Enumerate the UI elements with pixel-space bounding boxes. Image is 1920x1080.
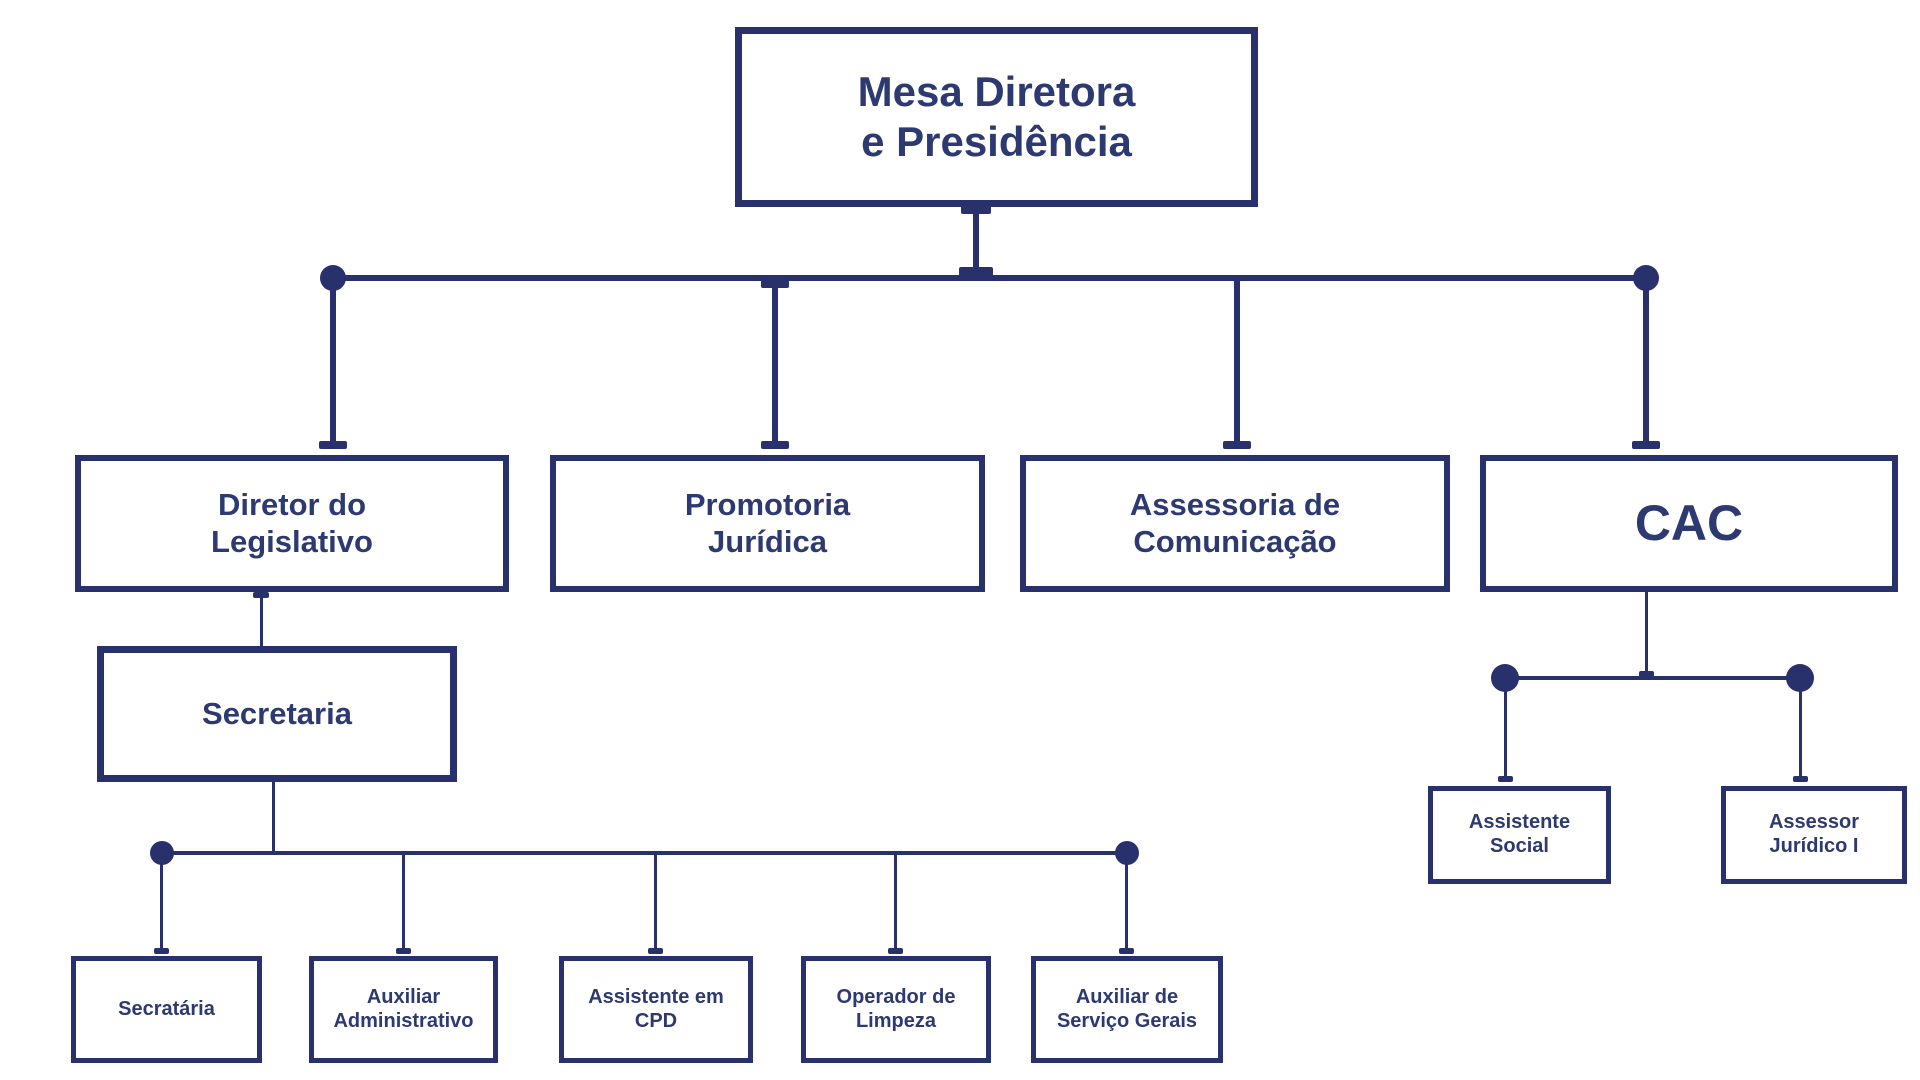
connector-trunk-vertical	[973, 207, 979, 278]
connector-main-rail	[330, 275, 1649, 281]
connector-drop-cac	[1643, 278, 1649, 448]
connector-cac-rail	[1505, 676, 1800, 680]
node-label: Assessor Jurídico I	[1768, 811, 1860, 857]
connector-drop-auxiliar-administrativo	[402, 853, 405, 950]
node-mesa-diretora: Mesa Diretora e Presidência	[735, 27, 1258, 207]
node-label: Auxiliar de Serviço Gerais	[1056, 985, 1198, 1032]
connector-drop-assessoria	[1234, 278, 1240, 448]
node-assistente-social: Assistente Social	[1428, 786, 1611, 884]
connector-drop-secrataria-cap	[154, 948, 169, 954]
node-assistente-cpd: Assistente em CPD	[559, 956, 753, 1063]
node-diretor-legislativo: Diretor do Legislativo	[75, 455, 509, 592]
node-assessoria-comunicacao: Assessoria de Comunicação	[1020, 455, 1450, 592]
node-auxiliar-administrativo: Auxiliar Administrativo	[309, 956, 498, 1063]
connector-drop-assistente-social-cap	[1498, 776, 1513, 782]
connector-trunk-top-cap	[961, 205, 991, 214]
node-label: Auxiliar Administrativo	[333, 985, 474, 1032]
connector-drop-auxiliar-administrativo-cap	[396, 948, 411, 954]
connector-drop-diretor-cap	[319, 441, 347, 449]
connector-cac-rail-vertical-cap	[1639, 671, 1654, 677]
node-label: Promotoria Jurídica	[684, 486, 851, 559]
connector-drop-assistente-social	[1504, 678, 1507, 778]
connector-cac-rail-vertical	[1645, 592, 1648, 677]
node-label: Secretaria	[202, 695, 352, 731]
connector-drop-auxiliar-servicos-cap	[1119, 948, 1134, 954]
node-label: Assistente Social	[1468, 811, 1571, 857]
node-secretaria: Secretaria	[97, 646, 457, 782]
connector-drop-operador-limpeza	[894, 853, 897, 950]
node-label: Operador de Limpeza	[836, 985, 956, 1032]
connector-secretaria-rail	[161, 851, 1127, 855]
node-auxiliar-servicos: Auxiliar de Serviço Gerais	[1031, 956, 1223, 1063]
connector-drop-diretor	[330, 278, 336, 448]
node-label: Mesa Diretora e Presidência	[857, 68, 1136, 165]
connector-drop-operador-limpeza-cap	[888, 948, 903, 954]
node-label: Diretor do Legislativo	[211, 486, 373, 559]
node-cac: CAC	[1480, 455, 1898, 592]
connector-diretor-secretaria	[260, 592, 263, 646]
node-label: Assessoria de Comunicação	[1129, 486, 1341, 559]
connector-drop-promotoria-top-cap	[761, 280, 789, 288]
connector-drop-assessoria-cap	[1223, 441, 1251, 449]
connector-diretor-secretaria-cap	[253, 592, 269, 598]
connector-drop-assessor-juridico	[1799, 678, 1802, 778]
connector-drop-assistente-cpd	[654, 853, 657, 950]
node-label: Secratária	[118, 997, 215, 1020]
connector-drop-assessor-juridico-cap	[1793, 776, 1808, 782]
node-secrataria: Secratária	[71, 956, 262, 1063]
node-operador-limpeza: Operador de Limpeza	[801, 956, 991, 1063]
connector-drop-secrataria	[160, 853, 163, 950]
connector-drop-cac-cap	[1632, 441, 1660, 449]
connector-drop-promotoria	[772, 278, 778, 448]
node-promotoria-juridica: Promotoria Jurídica	[550, 455, 985, 592]
node-label: Assistente em CPD	[588, 985, 724, 1032]
connector-drop-promotoria-cap	[761, 441, 789, 449]
connector-drop-auxiliar-servicos	[1125, 853, 1128, 950]
node-assessor-juridico: Assessor Jurídico I	[1721, 786, 1907, 884]
node-label: CAC	[1634, 495, 1744, 551]
connector-drop-assistente-cpd-cap	[648, 948, 663, 954]
connector-trunk-bottom-cap	[959, 267, 993, 277]
connector-secretaria-rail-vertical	[272, 782, 275, 853]
